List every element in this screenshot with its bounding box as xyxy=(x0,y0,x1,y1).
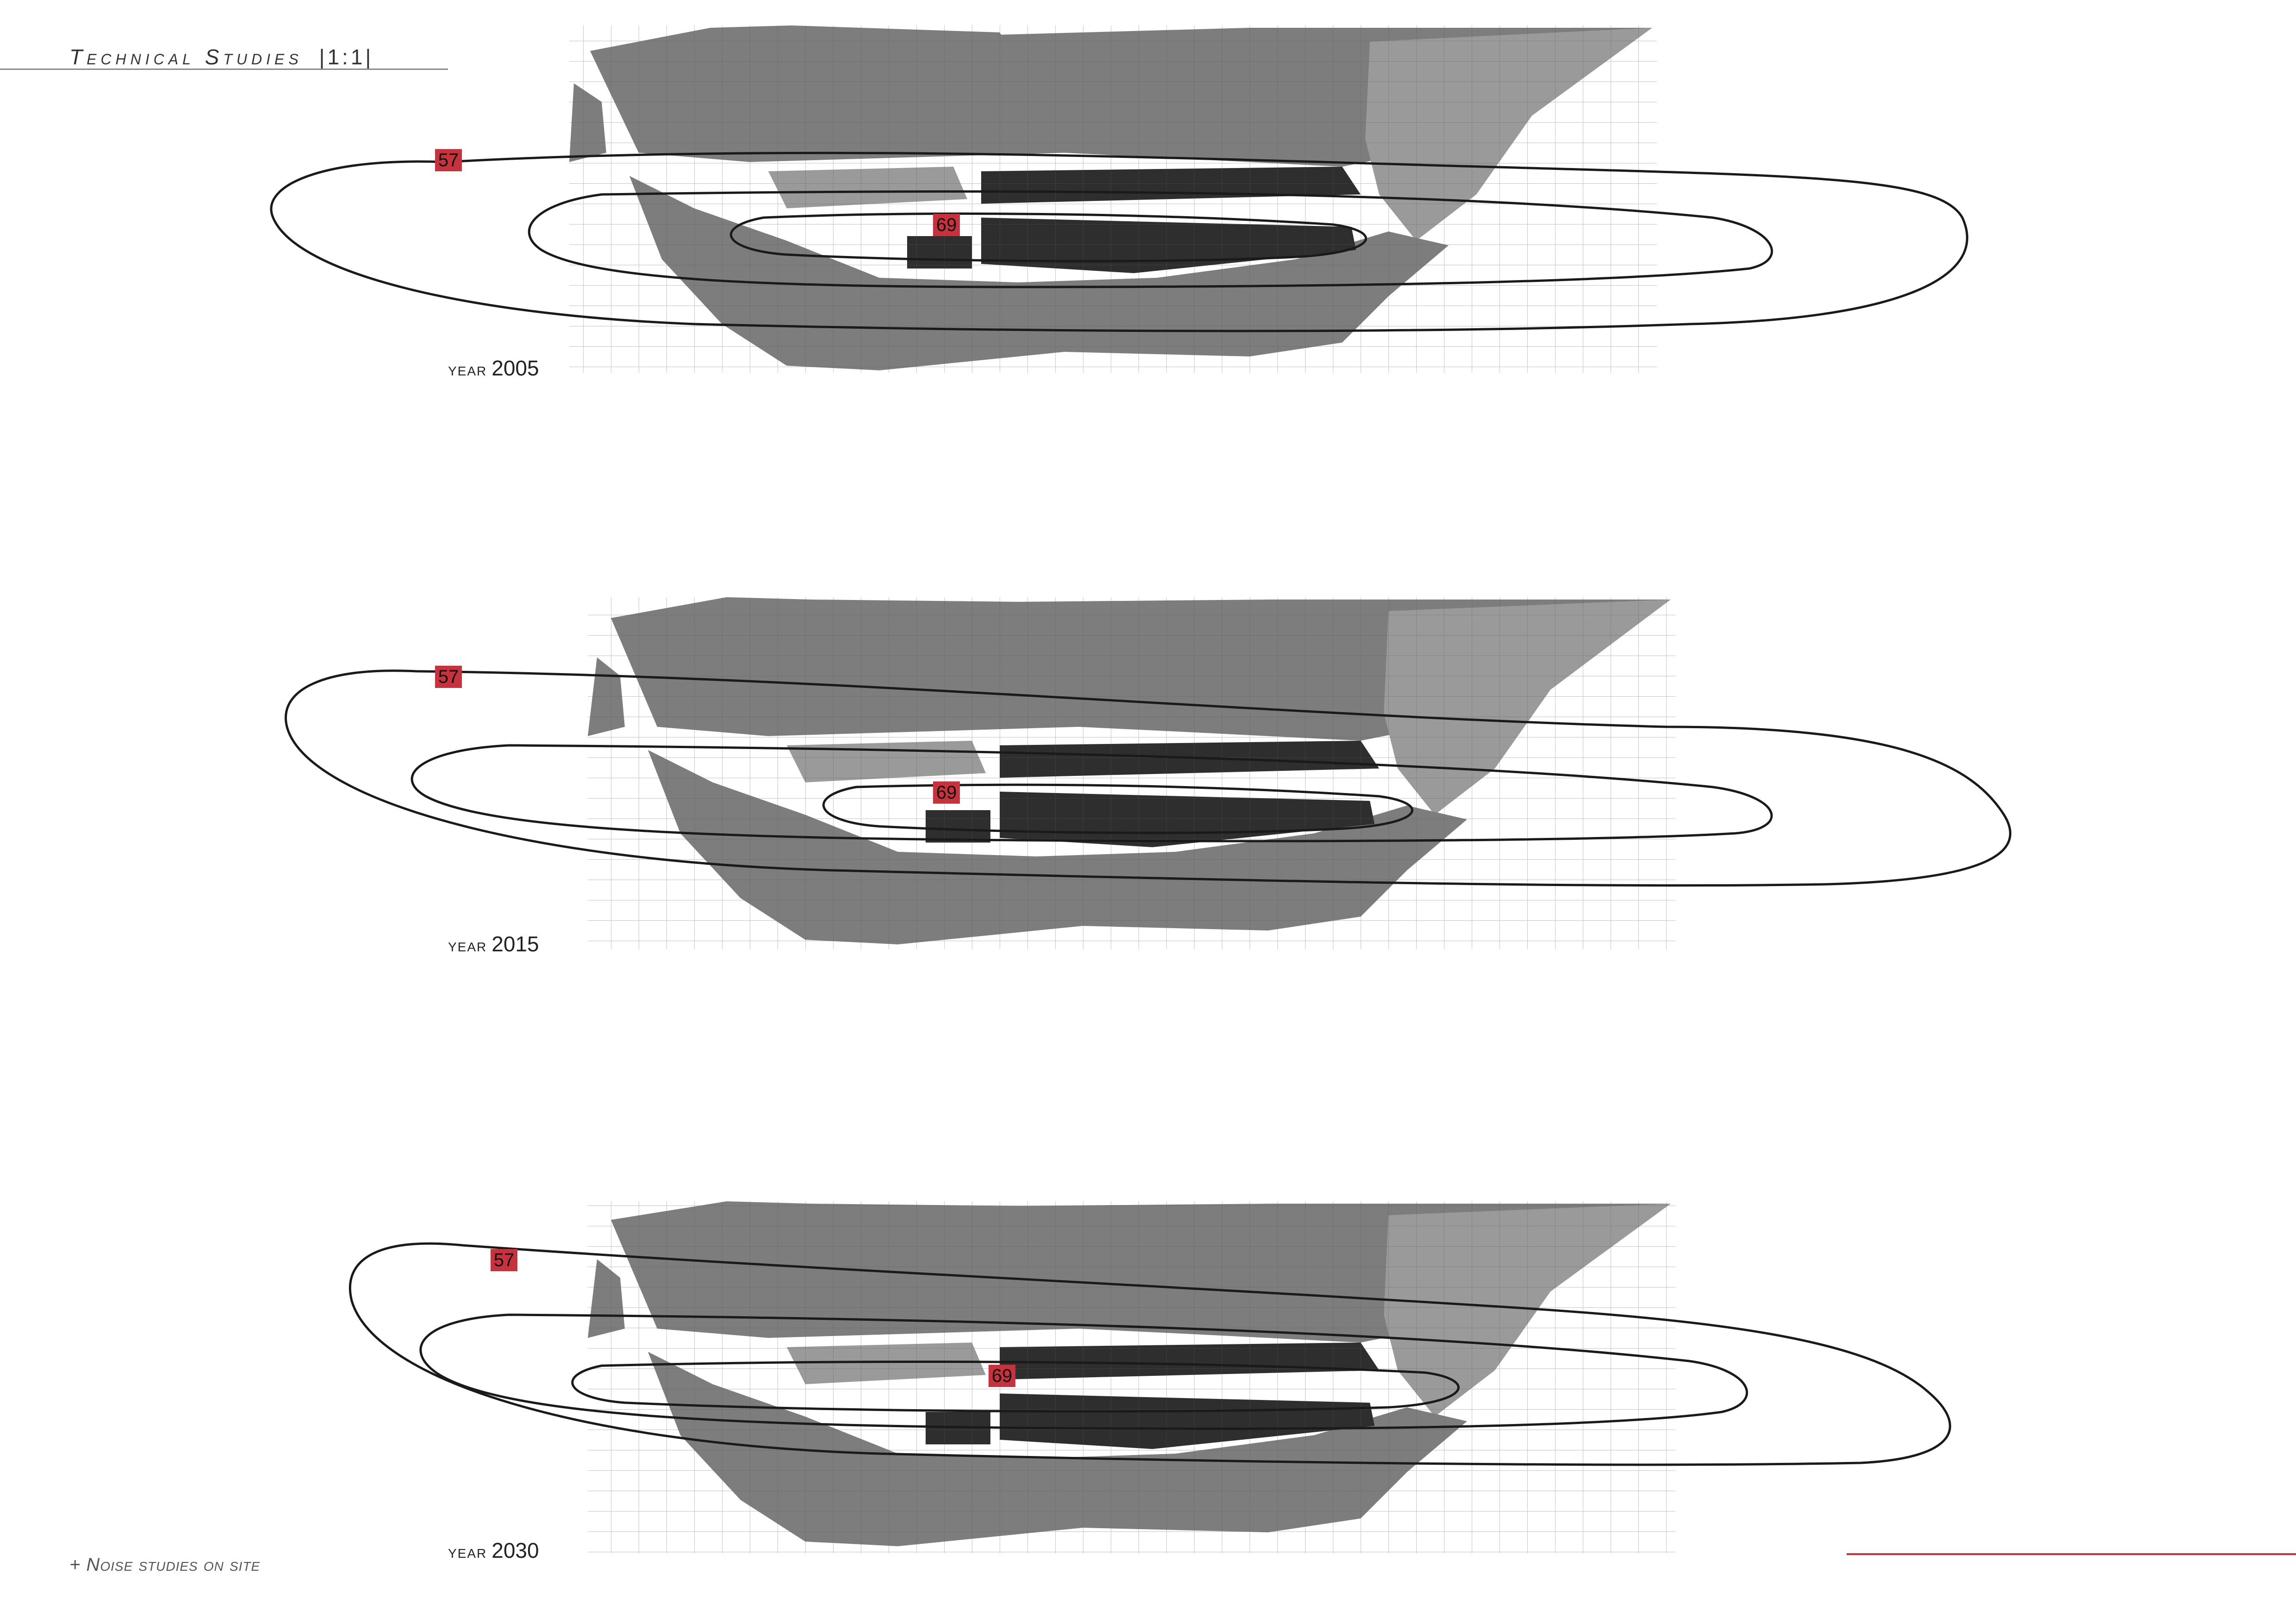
land-parcels xyxy=(588,597,1675,949)
footer-accent-rule xyxy=(1847,1553,2296,1555)
contour-label-57: 57 xyxy=(435,149,462,171)
year-value: 2030 xyxy=(492,1538,539,1562)
contour-label-69: 69 xyxy=(989,1365,1015,1387)
contour-63 xyxy=(411,744,1773,843)
contour-69 xyxy=(822,783,1413,834)
header-divider xyxy=(0,69,448,70)
noise-contours xyxy=(285,669,2012,887)
page-title: Technical Studies |1:1| xyxy=(69,44,373,69)
land-parcels xyxy=(588,1201,1675,1553)
page-title-text: Technical Studies xyxy=(69,45,303,69)
year-word: year xyxy=(448,359,487,380)
contour-57 xyxy=(285,669,2012,887)
contour-label-57: 57 xyxy=(491,1249,517,1271)
parcel-grid-overlay xyxy=(569,25,1657,373)
contour-label-69: 69 xyxy=(933,781,960,804)
year-value: 2005 xyxy=(492,356,539,380)
noise-contours xyxy=(348,1242,1951,1466)
year-value: 2015 xyxy=(492,932,539,956)
contour-label-69: 69 xyxy=(933,214,960,236)
parcel-grid-overlay xyxy=(588,597,1675,949)
contour-63 xyxy=(528,190,1773,288)
contour-69 xyxy=(730,212,1367,262)
noise-map-2030 xyxy=(348,1201,1951,1553)
year-word: year xyxy=(448,1542,487,1562)
land-parcels xyxy=(569,25,1657,373)
parcel-grid-overlay xyxy=(588,1201,1675,1553)
page-scale: |1:1| xyxy=(319,45,374,69)
noise-map-2005 xyxy=(270,25,1968,373)
footer-note: + Noise studies on site xyxy=(69,1555,261,1575)
contour-57 xyxy=(270,151,1968,332)
contour-63 xyxy=(419,1313,1748,1430)
contour-69 xyxy=(571,1361,1460,1413)
contour-label-57: 57 xyxy=(435,666,462,688)
year-word: year xyxy=(448,935,487,956)
noise-contours xyxy=(270,151,1968,332)
noise-map-2015 xyxy=(285,597,2012,949)
contour-57 xyxy=(348,1242,1951,1466)
